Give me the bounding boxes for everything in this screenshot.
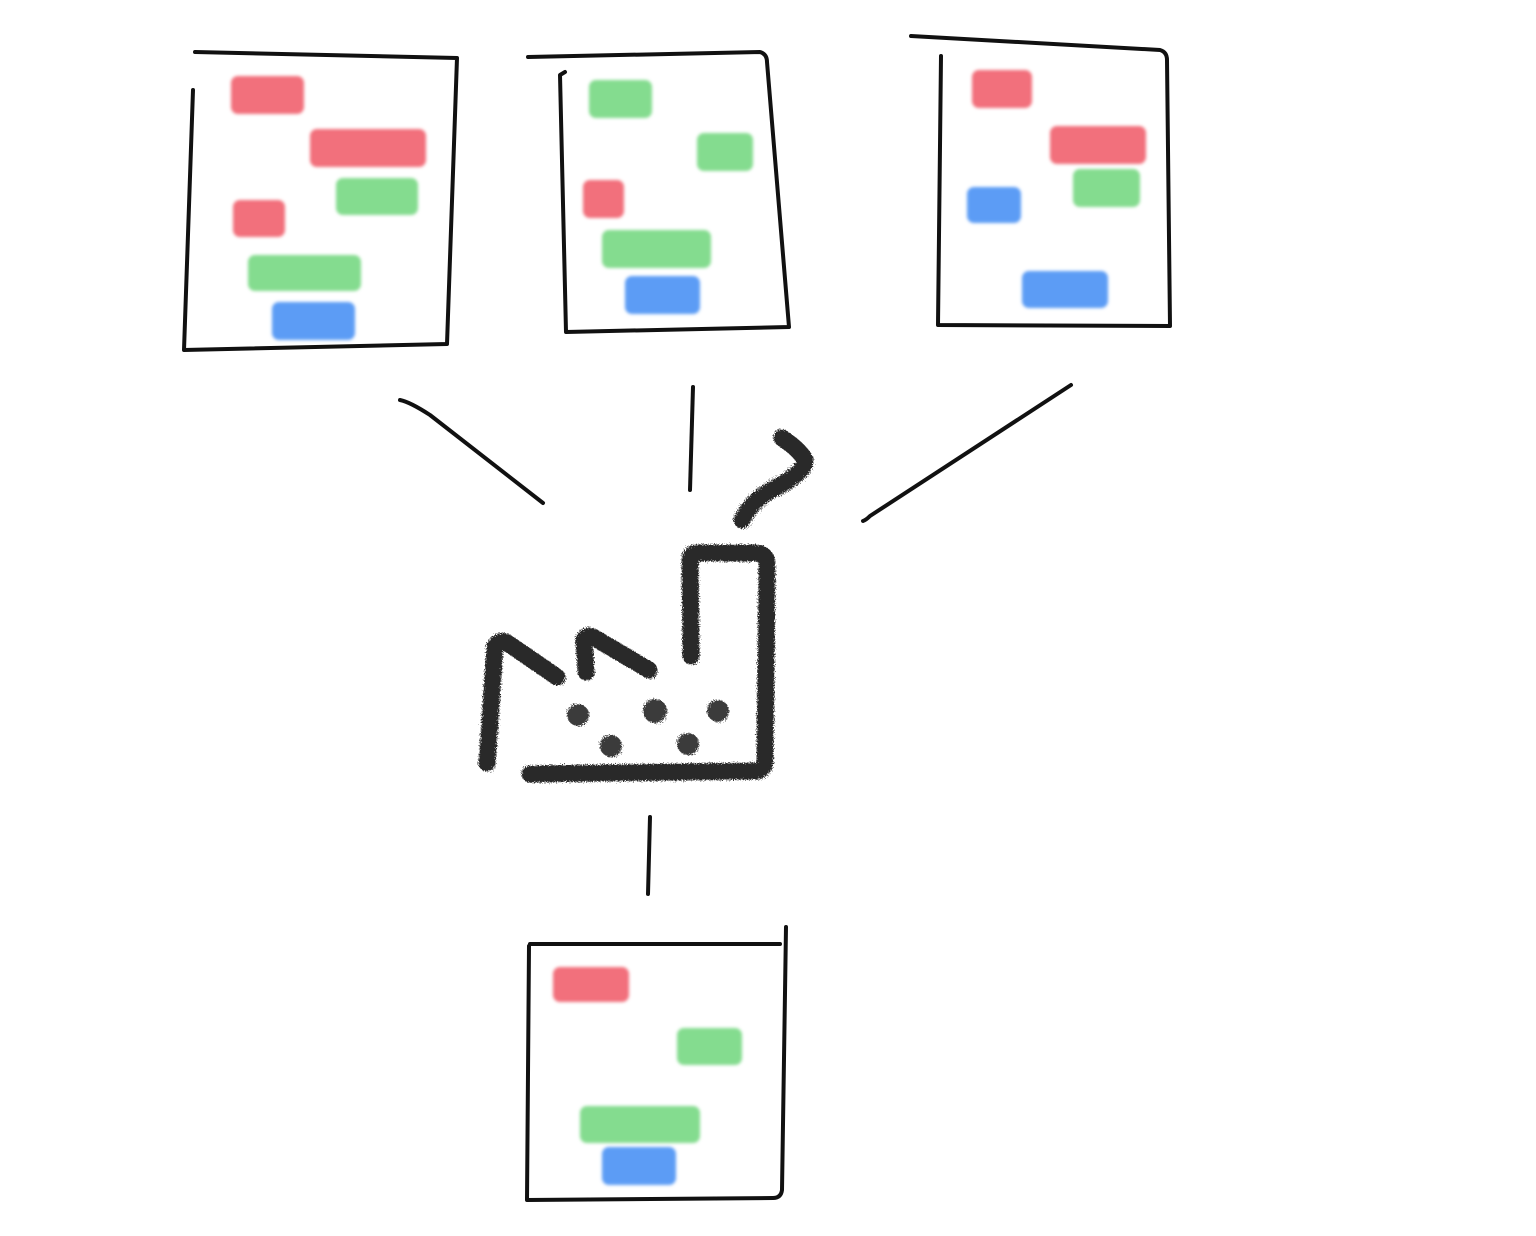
doc2-block-green-2 [697,133,753,171]
connector-doc3-to-factory [861,383,1073,523]
doc3-block-blue-1 [967,187,1021,223]
output-block-green-2 [580,1106,700,1143]
source-document-2 [526,50,791,334]
connector-factory-to-output [646,815,652,896]
doc3-block-red-2 [1050,126,1146,164]
connector-doc2-to-factory [688,385,695,492]
doc2-block-green-3 [602,230,711,268]
source-document-3 [909,34,1172,328]
source-document-1 [182,50,459,352]
doc3-block-red-1 [972,70,1032,108]
doc1-block-red-1 [231,76,304,114]
doc3-block-green-1 [1073,169,1140,207]
factory-icon [478,429,814,783]
doc2-block-green-1 [589,80,652,118]
doc1-block-green-2 [248,255,361,291]
output-block-blue-1 [602,1147,676,1185]
connector-doc1-to-factory [398,398,545,505]
doc1-block-red-3 [233,200,285,237]
doc3-block-blue-2 [1022,271,1108,308]
doc1-block-red-2 [310,129,426,167]
doc2-block-blue-1 [625,276,700,314]
doc1-block-blue-1 [272,302,355,340]
output-block-green-1 [677,1028,742,1065]
connectors [398,383,1073,896]
doc2-block-red-1 [583,180,624,218]
output-document [525,925,788,1202]
doc1-block-green-1 [336,178,418,215]
output-block-red-1 [553,967,629,1002]
